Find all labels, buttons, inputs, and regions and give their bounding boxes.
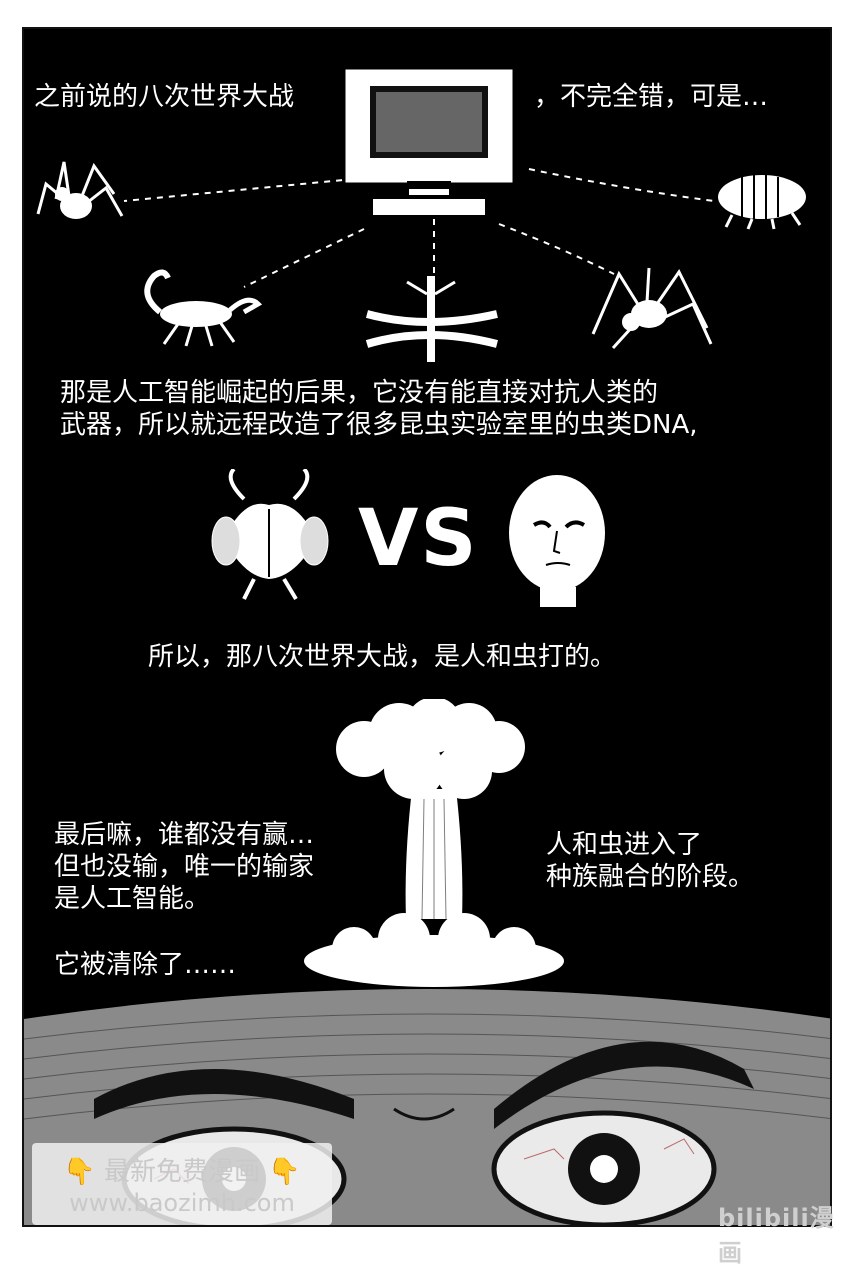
vs-label: VS [358,494,479,584]
pointing-down-icon: 👇 [63,1157,96,1187]
isopod-bug-icon [718,175,806,230]
pointing-down-icon: 👇 [268,1157,301,1187]
watermark-text: 最新免费漫画 [103,1157,260,1187]
caption-paragraph-5: 人和虫进入了 种族融合的阶段。 [546,830,755,892]
caption-paragraph-4: 最后嘛，谁都没有赢… 但也没输，唯一的输家 是人工智能。 [54,820,315,914]
bald-human-head-icon [509,475,605,607]
watermark-banner: 👇 最新免费漫画 👇 www.baozimh.com [32,1143,332,1225]
spider-bug-icon [36,161,124,219]
computer-monitor-illustration [345,69,513,215]
scorpion-bug-icon [144,269,263,347]
bilibili-comics-logo: bilibili漫画 [718,1204,835,1267]
insect-head-icon [211,469,329,601]
watermark-line1: 👇 最新免费漫画 👇 [32,1151,332,1188]
caption-line1-left: 之前说的八次世界大战 [34,82,295,112]
caption-paragraph-6: 它被清除了…… [54,950,237,980]
comic-panel: 之前说的八次世界大战 ，不完全错，可是… [22,27,832,1227]
mushroom-cloud-illustration [304,699,564,987]
watermark-url: www.baozimh.com [69,1189,295,1217]
caption-paragraph-2: 那是人工智能崛起的后果，它没有能直接对抗人类的 武器，所以就远程改造了很多昆虫实… [60,378,698,440]
connection-lines [123,168,715,288]
caption-paragraph-3: 所以，那八次世界大战，是人和虫打的。 [148,642,617,672]
long-leg-spider-icon [591,267,713,350]
caption-line1-right: ，不完全错，可是… [534,82,769,112]
water-strider-bug-icon [365,276,498,362]
